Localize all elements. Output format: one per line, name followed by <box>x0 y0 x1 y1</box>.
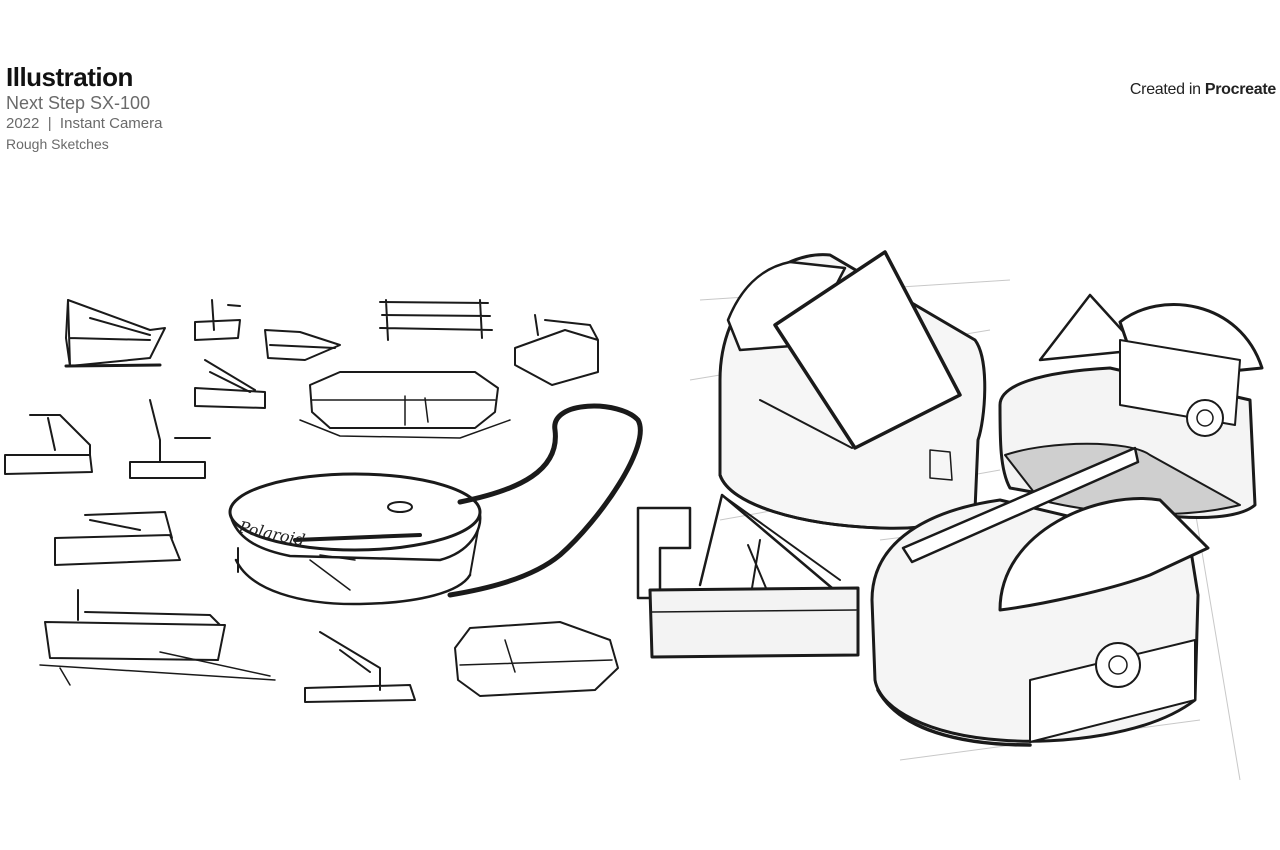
credit-app: Procreate <box>1204 81 1276 98</box>
brand-script-text: Polaroid <box>236 517 307 550</box>
year-category: 2022 | Instant Camera <box>6 115 163 132</box>
camera-main-sketch: Polaroid <box>228 403 643 606</box>
camera-render-group <box>636 250 1264 781</box>
header-block: Illustration Next Step SX-100 2022 | Ins… <box>6 62 162 154</box>
project-name: Next Step SX-100 <box>6 93 151 113</box>
credit-prefix: Created in <box>1129 81 1205 98</box>
credit-line: Created in Procreate <box>1130 81 1276 99</box>
section-caption: Rough Sketches <box>6 136 109 152</box>
camera-sketch-thumbnails <box>4 299 619 703</box>
page-title: Illustration <box>6 62 133 92</box>
